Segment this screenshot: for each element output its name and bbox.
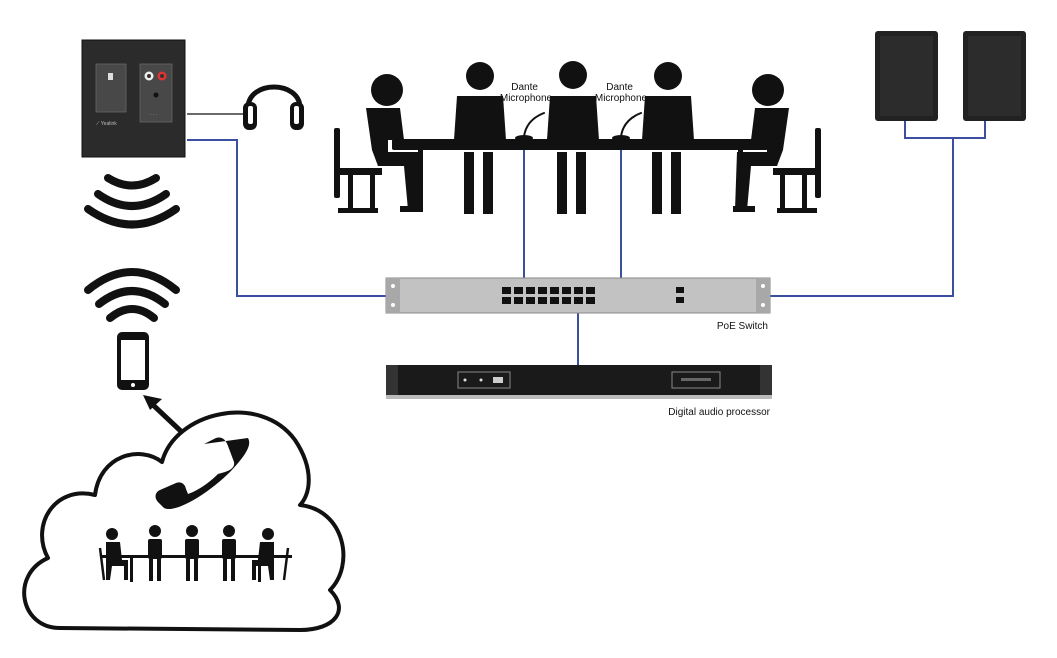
switch-port <box>526 297 535 304</box>
mic-left-label-line2: Microphone <box>500 93 553 104</box>
svg-text:· · ·: · · · <box>150 112 158 118</box>
network-links <box>187 121 986 365</box>
switch-port <box>526 287 535 294</box>
phone-handset-icon <box>155 437 250 510</box>
person-icon <box>547 61 599 214</box>
link-panel-to-switch <box>187 139 388 297</box>
person-icon <box>334 74 422 213</box>
person-icon <box>454 62 506 214</box>
dsp-label: Digital audio processor <box>668 407 770 418</box>
mic-left-label-line1: Dante <box>511 82 538 93</box>
smartphone-icon <box>117 332 149 390</box>
meeting-table-icon <box>98 525 292 582</box>
microphone-icon <box>612 112 642 141</box>
switch-port <box>562 297 571 304</box>
cloud-icon <box>22 410 346 632</box>
mic-right-label-line1: Dante <box>606 82 633 93</box>
poe-switch-icon <box>385 277 771 314</box>
switch-port <box>574 287 583 294</box>
switch-port <box>562 287 571 294</box>
poe-switch-label: PoE Switch <box>717 321 768 332</box>
switch-port <box>514 297 523 304</box>
switch-port <box>550 297 559 304</box>
switch-port <box>502 287 511 294</box>
link-speaker-bus <box>768 138 954 297</box>
switch-port <box>550 287 559 294</box>
microphone-icon <box>515 112 545 141</box>
switch-port <box>514 287 523 294</box>
person-icon <box>642 62 694 214</box>
arrow-icon <box>143 395 189 439</box>
switch-port <box>538 287 547 294</box>
speaker-icon <box>875 31 938 121</box>
wireless-waves-icon <box>84 268 180 322</box>
svg-text:⟋ Yealink: ⟋ Yealink <box>96 121 117 127</box>
person-icon <box>733 74 821 213</box>
link-speakers-to-switch <box>904 121 986 139</box>
switch-port <box>586 287 595 294</box>
switch-port <box>574 297 583 304</box>
wireless-waves-icon <box>84 174 180 229</box>
svg-text:Dante Microphone: Dante Microphone <box>595 82 648 104</box>
speaker-icon <box>963 31 1026 121</box>
switch-port <box>502 297 511 304</box>
switch-port <box>538 297 547 304</box>
headphones-icon <box>243 84 304 130</box>
wall-panel-icon: · · · ⟋ Yealink <box>81 39 186 158</box>
mic-right-label-line2: Microphone <box>595 93 648 104</box>
audio-processor-icon <box>386 365 772 399</box>
switch-port <box>586 297 595 304</box>
svg-text:Dante Microphone: Dante Microphone <box>500 82 553 104</box>
meeting-table-icon <box>334 61 821 214</box>
